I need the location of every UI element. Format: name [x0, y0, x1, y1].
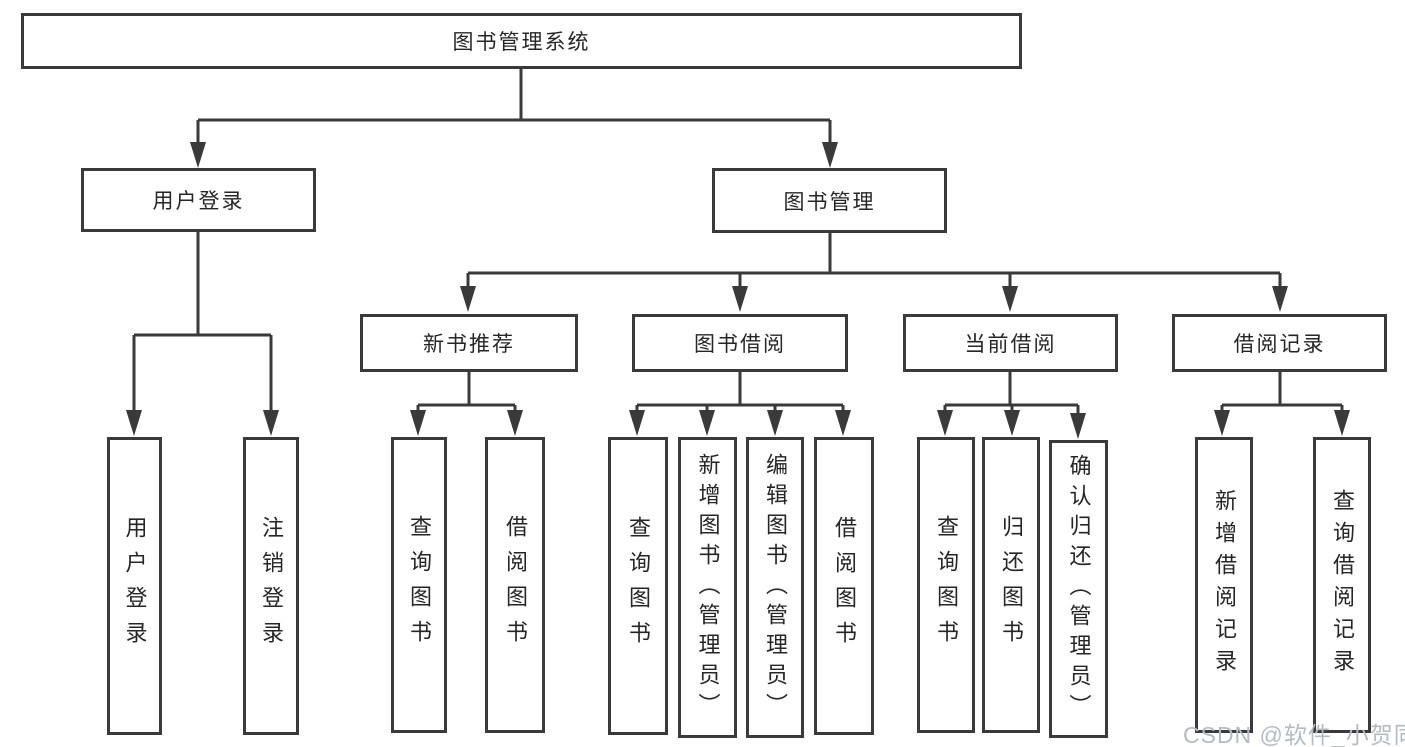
leaf-query-books-current: 查询图书 [917, 437, 975, 733]
leaf-add-books-admin: 新增图书（管理员） [678, 437, 737, 738]
arrow-down-icon [629, 410, 645, 436]
connector-current-borrow-to-children [943, 372, 1080, 415]
leaf-add-borrow-record: 新增借阅记录 [1195, 437, 1253, 733]
leaf-borrow-books-recommend: 借阅图书 [485, 437, 545, 733]
leaf-return-books: 归还图书 [982, 437, 1040, 733]
arrow-down-icon [1272, 286, 1288, 312]
leaf-edit-books-admin: 编辑图书（管理员） [746, 437, 804, 738]
arrowheads [126, 142, 1350, 439]
leaf-logout: 注销登录 [243, 437, 299, 735]
node-user-login: 用户登录 [81, 168, 316, 232]
leaf-query-books-recommend: 查询图书 [391, 437, 447, 733]
arrow-down-icon [1070, 413, 1086, 439]
arrow-down-icon [410, 410, 426, 436]
connector-book-borrow-to-children [635, 372, 845, 412]
leaf-borrow-books: 借阅图书 [814, 437, 874, 735]
arrow-down-icon [460, 286, 476, 312]
arrow-down-icon [1002, 286, 1018, 312]
arrow-down-icon [1334, 410, 1350, 436]
arrow-down-icon [1004, 410, 1020, 436]
node-current-borrowing: 当前借阅 [903, 314, 1118, 372]
node-borrowing-records: 借阅记录 [1172, 314, 1387, 372]
arrow-down-icon [732, 286, 748, 312]
node-book-borrowing: 图书借阅 [632, 314, 848, 372]
node-book-management: 图书管理 [712, 168, 947, 233]
connector-root-to-level2 [196, 69, 832, 144]
leaf-confirm-return-admin: 确认归还（管理员） [1049, 440, 1108, 738]
arrow-down-icon [126, 410, 142, 436]
connector-borrow-records-to-children [1220, 372, 1344, 412]
arrow-down-icon [937, 410, 953, 436]
csdn-watermark: CSDN @软件_小贺同学 [1183, 722, 1405, 747]
arrow-down-icon [263, 410, 279, 436]
arrow-down-icon [190, 142, 206, 168]
arrow-down-icon [835, 410, 851, 436]
arrow-down-icon [767, 410, 783, 436]
connector-new-book-to-children [416, 372, 517, 412]
arrow-down-icon [507, 410, 523, 436]
connector-book-management-to-level3 [466, 233, 1282, 288]
arrow-down-icon [699, 410, 715, 436]
connector-user-login-to-children [132, 232, 273, 412]
leaf-query-borrow-record: 查询借阅记录 [1313, 437, 1371, 733]
leaf-query-books-borrow: 查询图书 [608, 437, 668, 735]
leaf-user-login: 用户登录 [107, 437, 162, 735]
node-new-book-recommendation: 新书推荐 [360, 314, 578, 372]
node-library-management-system: 图书管理系统 [21, 13, 1022, 69]
arrow-down-icon [822, 142, 838, 168]
arrow-down-icon [1214, 410, 1230, 436]
